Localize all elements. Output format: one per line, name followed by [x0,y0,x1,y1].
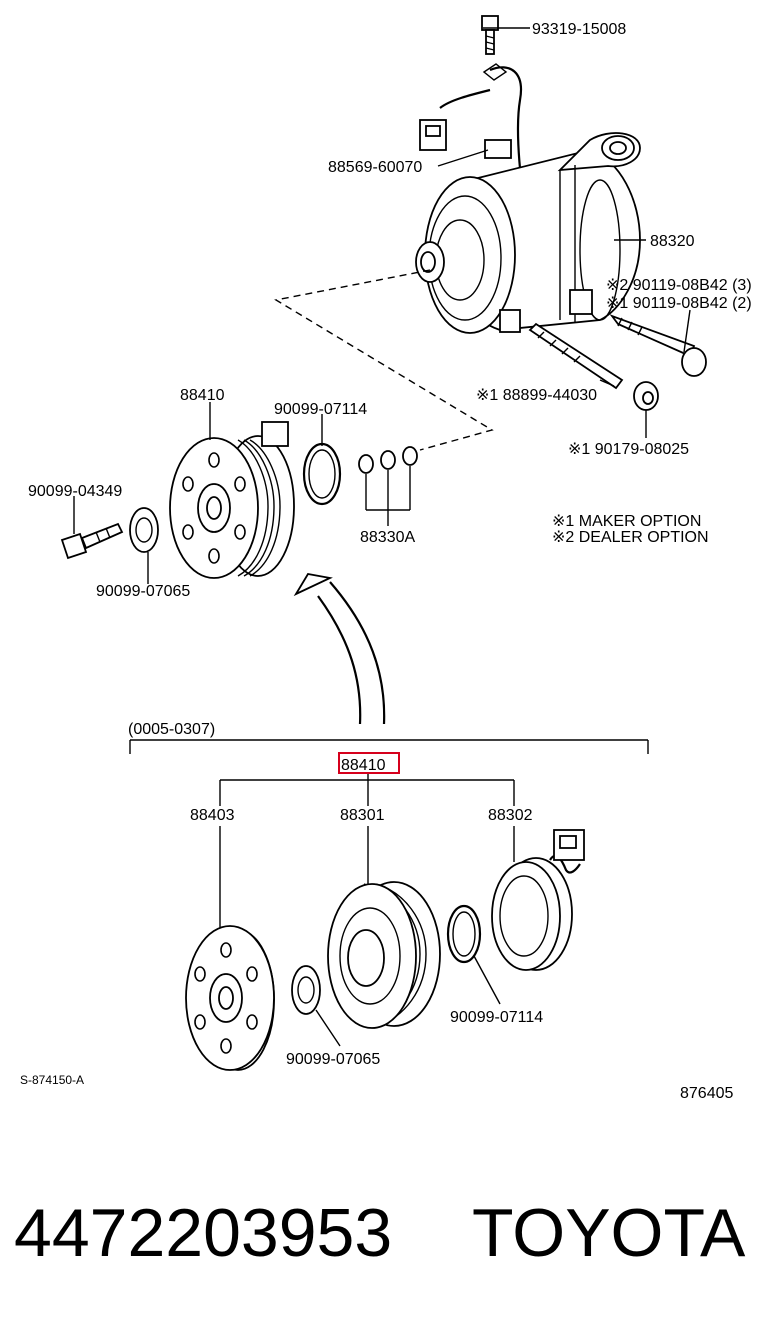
nut-icon [633,381,659,411]
label-snap-ring-top: 90099-07114 [274,401,367,418]
label-range: (0005-0307) [128,721,215,738]
hub-icon [185,925,275,1071]
highlight-box [338,752,400,774]
label-clutch-assy-top: 88410 [180,387,225,404]
label-illus-code: S-874150-A [20,1073,84,1087]
label-washer-bottom: 90099-07065 [286,1051,380,1068]
compressor-illustration [415,15,641,334]
shims-icon [358,446,418,526]
snap-ring-top-icon [302,442,342,506]
top-bolt-icon [481,15,499,55]
label-nut: ※1 90179-08025 [568,441,689,458]
long-bolt-icon [609,314,707,377]
clutch-assy-top-icon [169,421,295,579]
label-bolt-dealer: ※2 90119-08B42 (3) [606,277,752,294]
washer-top-icon [129,507,159,553]
label-clutch-assy-highlight: 88410 [341,757,386,774]
range-bracket [129,739,649,754]
note-maker-option: ※1 MAKER OPTION [552,513,701,530]
snap-ring-bottom-icon [446,904,482,964]
footer-part-number: 4472203953 [14,1195,392,1271]
label-washer-top: 90099-07065 [96,583,190,600]
note-dealer-option: ※2 DEALER OPTION [552,529,709,546]
stud-icon [528,322,624,390]
assembly-dashed-line [274,269,494,451]
label-diagram-no: 876405 [680,1085,733,1102]
label-bolt-maker: ※1 90119-08B42 (2) [606,295,752,312]
label-connector: 88569-60070 [328,159,422,176]
label-compressor: 88320 [650,233,695,250]
label-center-bolt: 90099-04349 [28,483,122,500]
washer-bottom-icon [291,965,321,1015]
pulley-icon [327,881,441,1029]
label-pulley: 88301 [340,807,385,824]
label-stud: ※1 88899-44030 [476,387,597,404]
stator-icon [491,829,585,971]
label-stator: 88302 [488,807,533,824]
connector-bracket-icon [484,139,512,159]
label-hub: 88403 [190,807,235,824]
center-bolt-icon [60,522,124,560]
label-bolt-top: 93319-15008 [532,21,626,38]
assembly-arrow-icon [293,573,386,725]
footer-brand: TOYOTA [472,1195,746,1271]
label-shims: 88330A [360,529,415,546]
label-snap-ring-bottom: 90099-07114 [450,1009,543,1026]
